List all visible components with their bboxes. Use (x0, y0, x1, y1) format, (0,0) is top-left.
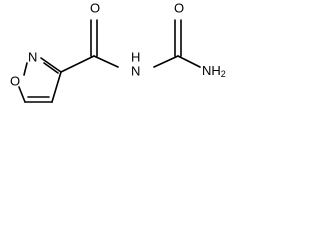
molecule-structure-diagram: O N O N H O NH2 (10, 0, 226, 103)
bond-ring-n-c3-inner (43, 62, 59, 74)
bond-ring-c5-o (18, 86, 26, 103)
bond-ring-n-c3 (40, 57, 62, 73)
amide-chain (60, 19, 201, 73)
bond-c3-carbonyl (60, 55, 95, 73)
bond-carbonyl-2-to-nh2 (177, 55, 201, 68)
atom-h-imide: H (131, 49, 140, 64)
bond-carbonyl-to-n (93, 55, 119, 68)
atom-nh2: NH2 (202, 63, 226, 79)
bond-n-to-carbonyl-2 (153, 55, 179, 68)
bond-ring-o-n (23, 62, 28, 76)
atom-o-ring: O (10, 73, 20, 88)
atom-n-ring: N (28, 49, 37, 64)
isoxazole-ring (18, 57, 62, 103)
atom-nh2-main: NH (202, 63, 221, 78)
atom-labels: O N O N H O NH2 (10, 0, 226, 88)
bond-ring-c3-c4 (51, 71, 62, 103)
atom-n-imide: N (131, 63, 140, 78)
atom-o-carbonyl-1: O (90, 0, 100, 15)
atom-nh2-subscript: 2 (221, 69, 226, 79)
atom-o-carbonyl-2: O (174, 0, 184, 15)
